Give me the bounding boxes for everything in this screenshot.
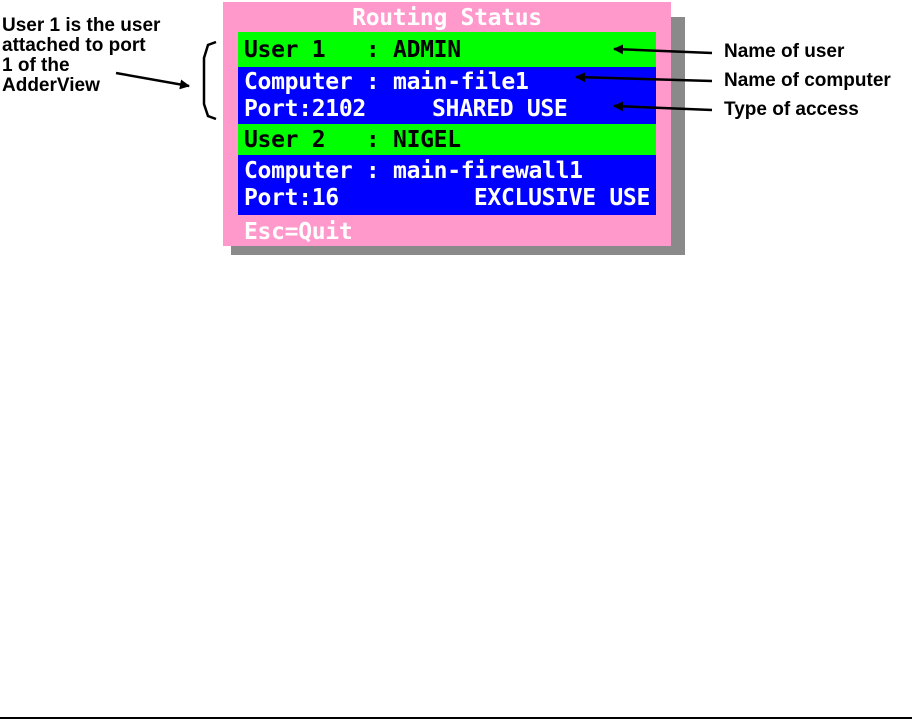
port-label-2: Port:16 <box>244 185 339 211</box>
quit-hint: Esc=Quit <box>244 219 353 245</box>
name-of-computer-label: Name of computer <box>724 70 891 91</box>
type-of-access-label: Type of access <box>724 99 859 120</box>
routing-status-window: Routing Status User 1 : ADMIN Computer :… <box>223 2 671 246</box>
user-bar-1[interactable]: User 1 : ADMIN <box>238 32 656 67</box>
window-title: Routing Status <box>352 5 542 31</box>
computer-line-2: Computer : main-firewall1 <box>244 158 583 184</box>
user-line-1: User 1 : ADMIN <box>244 37 461 63</box>
access-type-1: SHARED USE <box>432 96 568 122</box>
arrow-type-of-access <box>613 101 713 112</box>
computer-line-1: Computer : main-file1 <box>244 69 529 95</box>
name-of-user-label: Name of user <box>724 41 845 62</box>
access-type-2: EXCLUSIVE USE <box>473 185 650 211</box>
arrow-name-of-computer <box>575 72 713 83</box>
user-bar-2[interactable]: User 2 : NIGEL <box>238 124 656 155</box>
arrow-to-bracket <box>115 71 190 90</box>
user-port-note: User 1 is the user attached to port 1 of… <box>2 15 161 96</box>
arrow-name-of-user <box>613 44 713 55</box>
port-label-1: Port:2102 <box>244 96 366 122</box>
detail-bar-2: Computer : main-firewall1 Port:16 EXCLUS… <box>238 155 656 215</box>
user-line-2: User 2 : NIGEL <box>244 127 461 153</box>
bottom-rule <box>0 717 912 719</box>
bracket-icon <box>202 40 217 121</box>
